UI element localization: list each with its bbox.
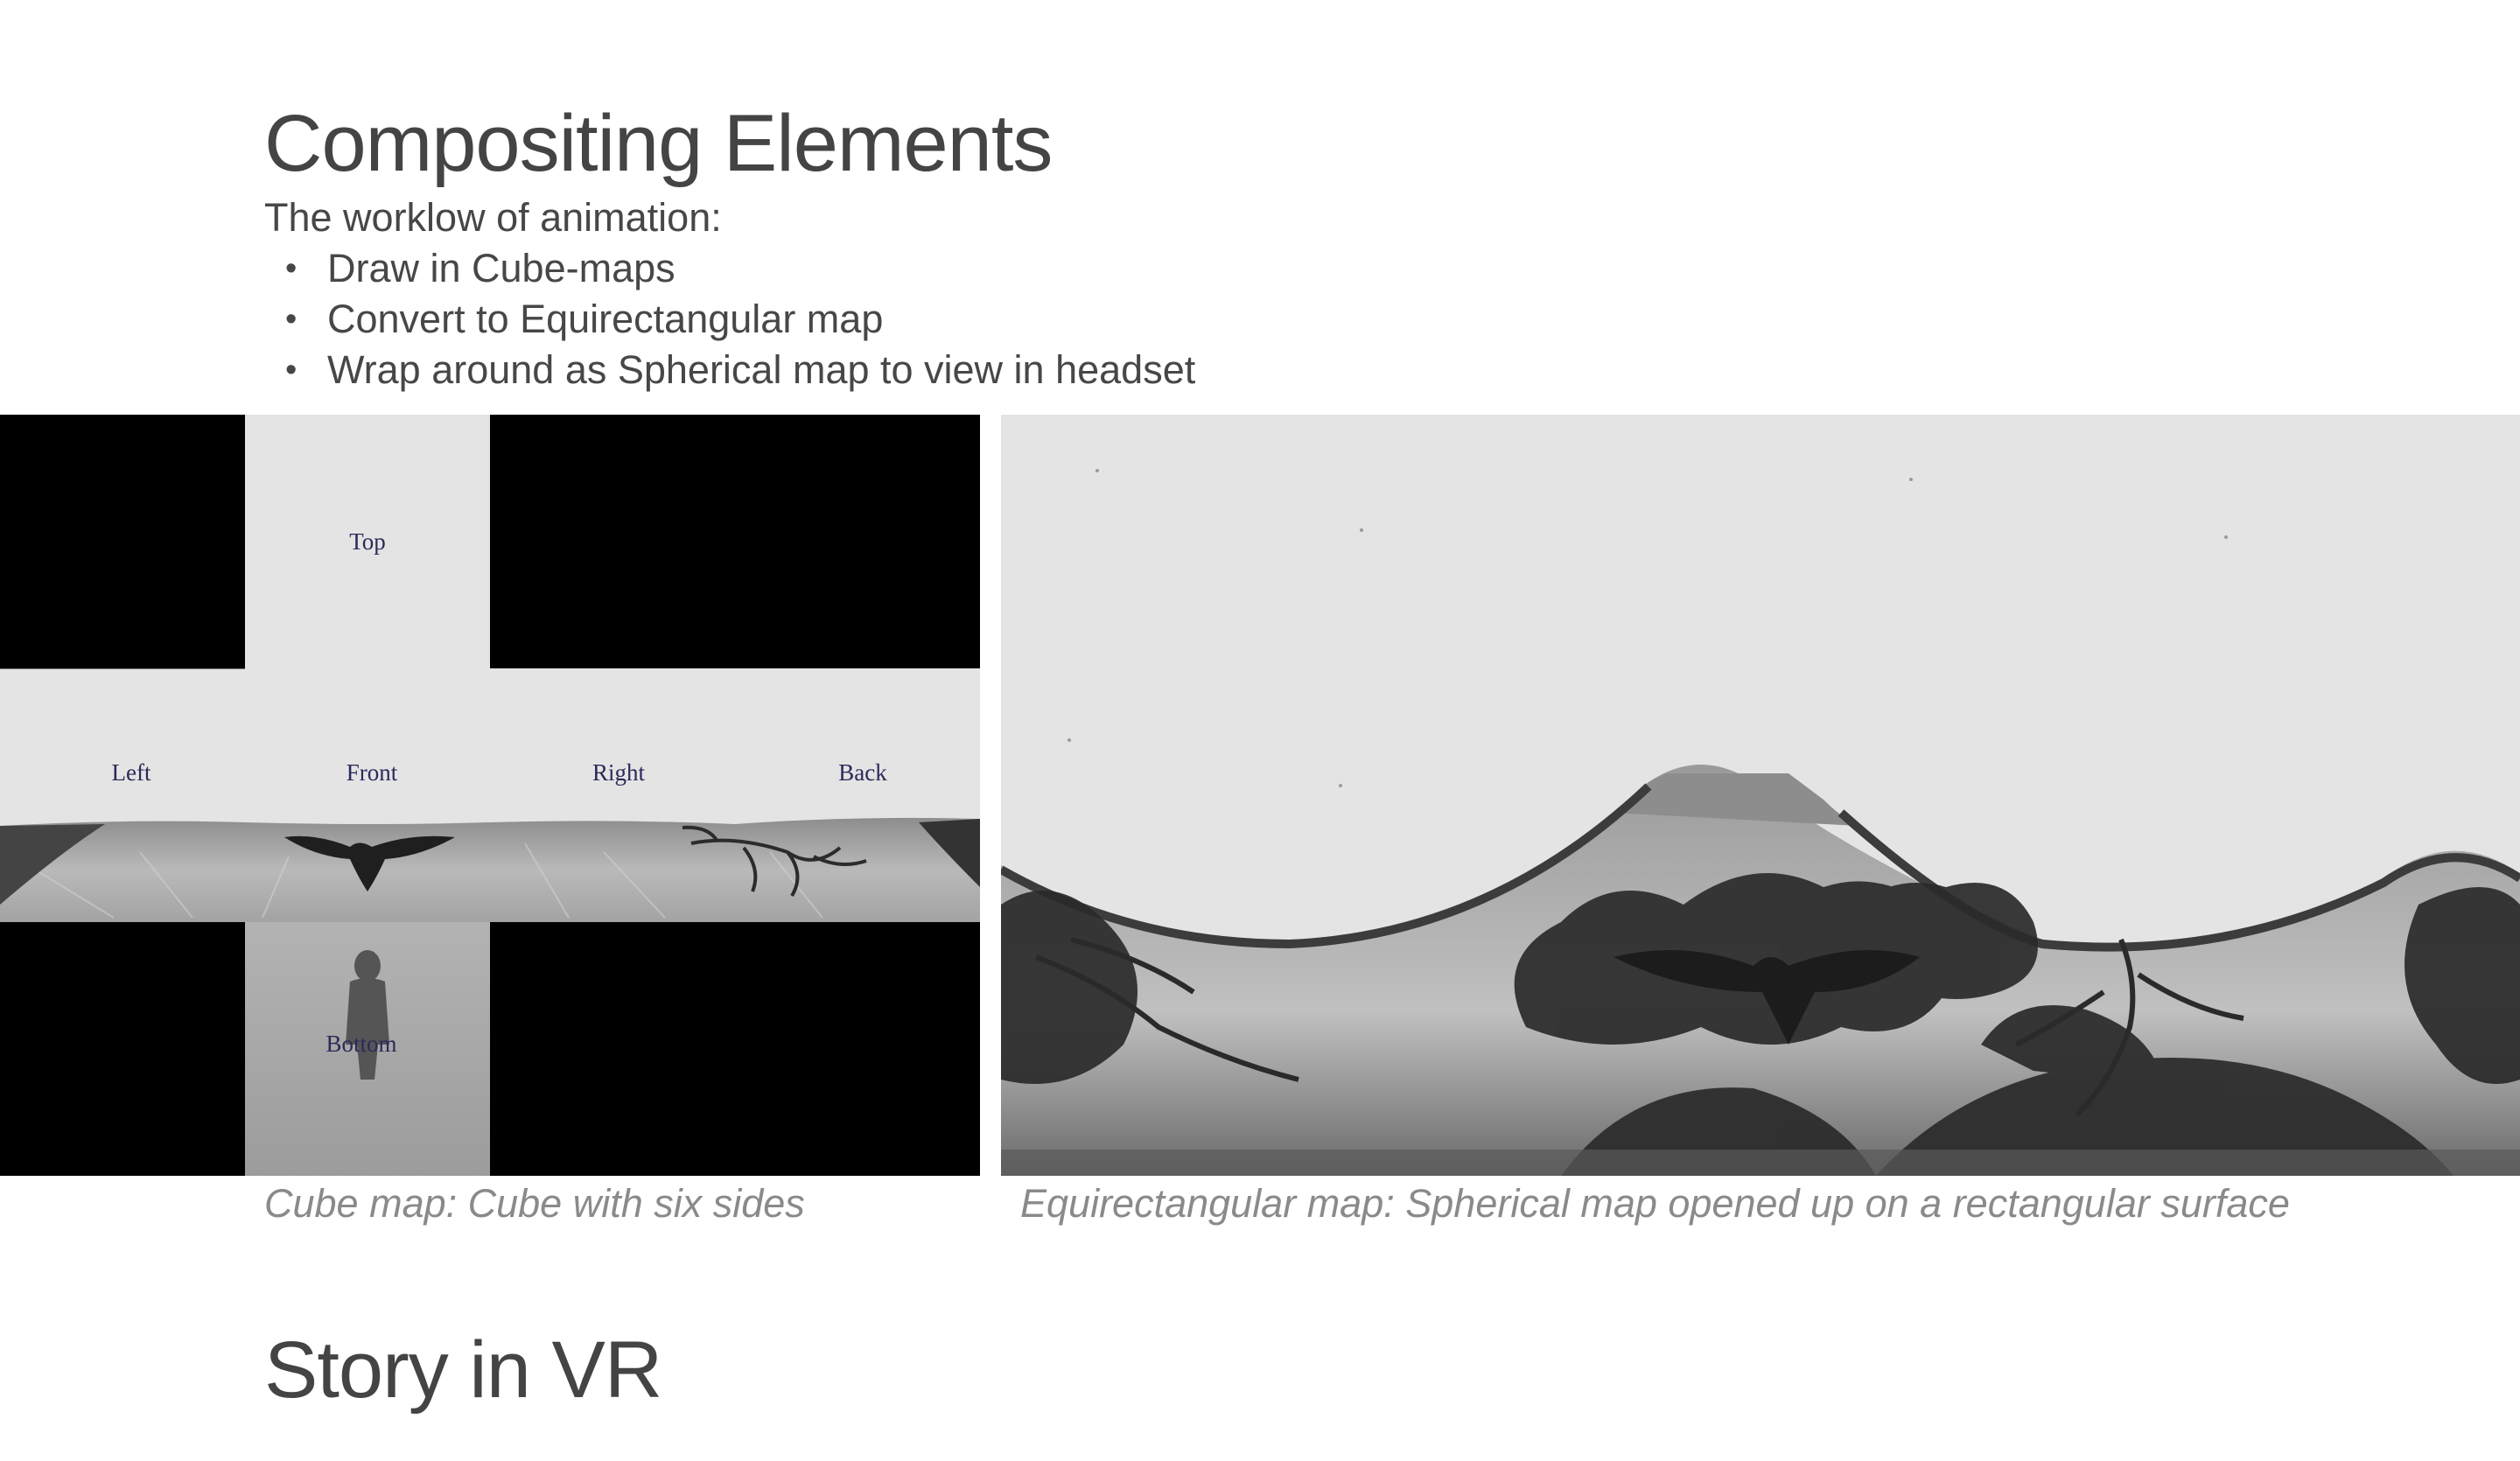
workflow-step-text: Wrap around as Spherical map to view in … xyxy=(327,347,1196,392)
bullet-icon: • xyxy=(285,352,298,388)
equirectangular-map-image xyxy=(1001,415,2520,1176)
face-label-top: Top xyxy=(349,528,386,555)
workflow-list: • Draw in Cube-maps • Convert to Equirecta… xyxy=(264,243,1195,395)
cube-map-image: Top Left Front Right Back Bottom xyxy=(0,415,980,1176)
slide-title: Compositing Elements xyxy=(264,99,1053,188)
face-label-right: Right xyxy=(592,759,646,786)
bullet-icon: • xyxy=(285,301,298,338)
equirectangular-map-caption: Equirectangular map: Spherical map opene… xyxy=(1020,1181,2290,1226)
cube-map-caption: Cube map: Cube with six sides xyxy=(264,1181,805,1226)
face-label-left: Left xyxy=(112,759,151,786)
workflow-step: • Convert to Equirectangular map xyxy=(264,294,1195,345)
workflow-step: • Draw in Cube-maps xyxy=(264,243,1195,294)
top-face xyxy=(245,415,490,668)
workflow-step: • Wrap around as Spherical map to view in… xyxy=(264,345,1195,395)
workflow-step-text: Draw in Cube-maps xyxy=(327,246,676,290)
next-section-title: Story in VR xyxy=(264,1325,662,1415)
intro-text: The worklow of animation: xyxy=(264,195,722,240)
face-label-front: Front xyxy=(346,759,398,786)
cube-map-graphic: Top Left Front Right Back Bottom xyxy=(0,415,980,1176)
bullet-icon: • xyxy=(285,250,298,287)
workflow-step-text: Convert to Equirectangular map xyxy=(327,297,884,341)
face-label-bottom: Bottom xyxy=(326,1031,396,1057)
equirectangular-map-graphic xyxy=(1001,415,2520,1176)
face-label-back: Back xyxy=(838,759,887,786)
